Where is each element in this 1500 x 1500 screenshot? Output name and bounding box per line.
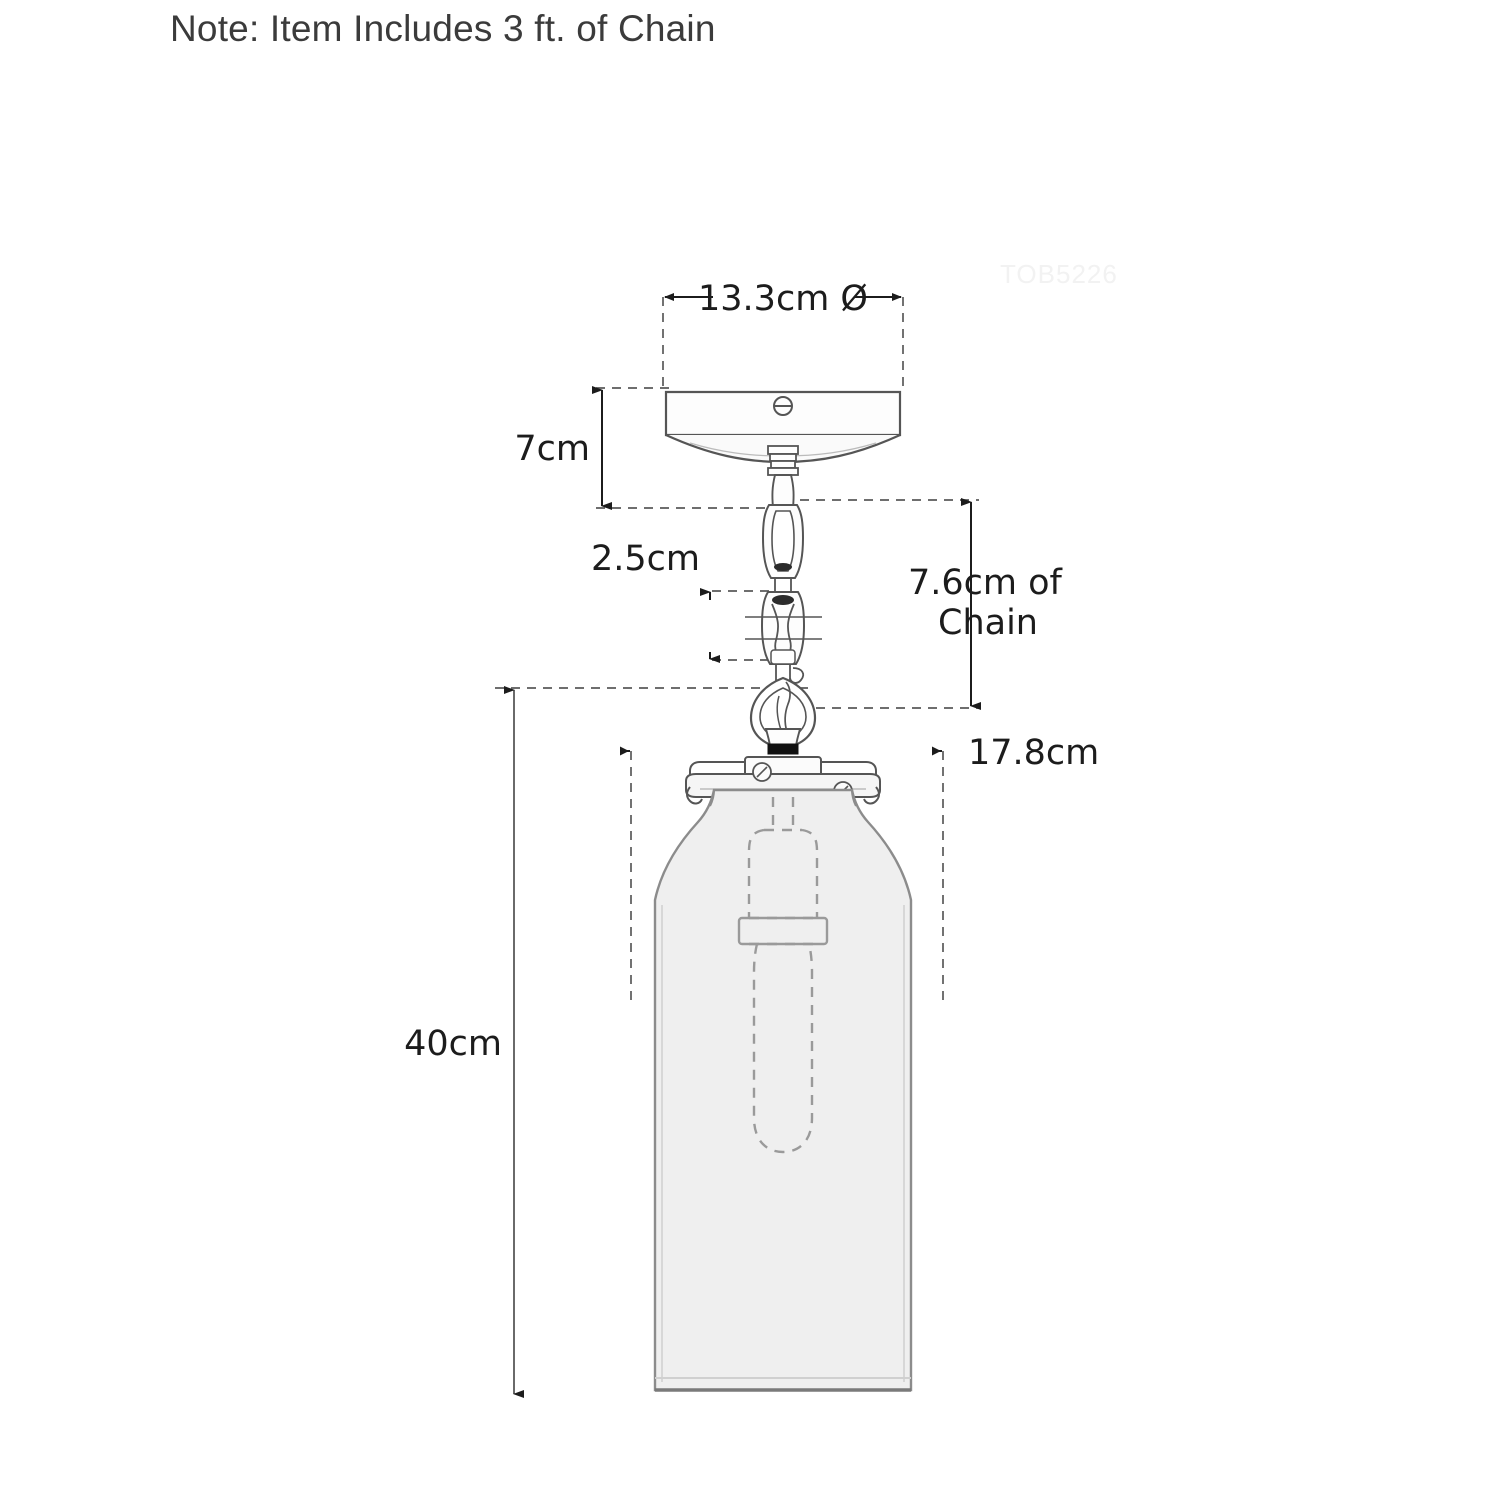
canopy [664, 390, 902, 464]
glass-shade [653, 788, 913, 1392]
dimension-shade-height: 40cm [404, 686, 524, 1398]
extension-lines [495, 297, 979, 1000]
note-text: Note: Item Includes 3 ft. of Chain [170, 8, 716, 49]
stem-collar [767, 445, 799, 509]
dimension-label-canopy-diameter: 13.3cm Ø [698, 279, 868, 319]
watermark-text: TOB5226 [1000, 259, 1118, 289]
hanging-loop [749, 667, 817, 755]
dimension-chain-total: 7.6cm of Chain [908, 498, 1063, 710]
dimension-label-shade-diameter: 17.8cm [968, 733, 1099, 773]
dimension-label-canopy-drop: 7cm [514, 429, 590, 469]
dimension-canopy-diameter: 13.3cm Ø [664, 279, 902, 319]
dimension-label-chain-link: 2.5cm [591, 539, 700, 579]
dimension-shade-diameter: 17.8cm [620, 733, 1099, 773]
dimension-label-chain-total-line2: Chain [938, 603, 1038, 643]
dimension-canopy-drop: 7cm [514, 386, 612, 510]
bulb-assembly [737, 797, 829, 1154]
dimension-label-shade-height: 40cm [404, 1024, 502, 1064]
chain [745, 504, 822, 690]
dimension-label-chain-total: 7.6cm of [908, 563, 1063, 603]
dimension-chain-link: 2.5cm [591, 539, 720, 663]
